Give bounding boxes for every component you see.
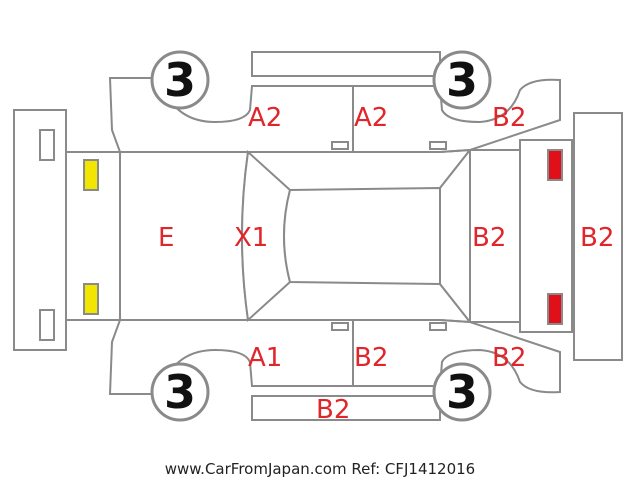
left-sill (251, 51, 441, 77)
code-right-sill: B2 (316, 395, 350, 425)
code-rear-left-door: A2 (354, 103, 388, 133)
code-hood: E (158, 223, 174, 253)
front-right-lamp (83, 283, 99, 315)
tire-rear-right-number: 3 (446, 365, 478, 419)
tire-rear-left-number: 3 (446, 53, 478, 107)
code-front-right-door: A1 (248, 343, 282, 373)
code-rear-bumper: B2 (580, 223, 614, 253)
rear-bumper (573, 112, 623, 361)
code-rear-left-quarter: B2 (492, 103, 526, 133)
code-tailgate: B2 (472, 223, 506, 253)
tire-front-left: 3 (150, 50, 210, 110)
code-front-left-door: A2 (248, 103, 282, 133)
tire-front-left-number: 3 (164, 53, 196, 107)
footer-reference: www.CarFromJapan.com Ref: CFJ1412016 (165, 460, 475, 478)
front-left-lamp (83, 159, 99, 191)
body-top-view (65, 139, 573, 333)
code-windshield: X1 (234, 223, 268, 253)
right-sill (251, 395, 441, 421)
front-bumper (13, 109, 67, 351)
tire-front-right: 3 (150, 362, 210, 422)
tire-front-right-number: 3 (164, 365, 196, 419)
tire-rear-right: 3 (432, 362, 492, 422)
rear-left-lamp (547, 149, 563, 181)
code-rear-right-quarter: B2 (492, 343, 526, 373)
rear-right-lamp (547, 293, 563, 325)
code-rear-right-door: B2 (354, 343, 388, 373)
tire-rear-left: 3 (432, 50, 492, 110)
